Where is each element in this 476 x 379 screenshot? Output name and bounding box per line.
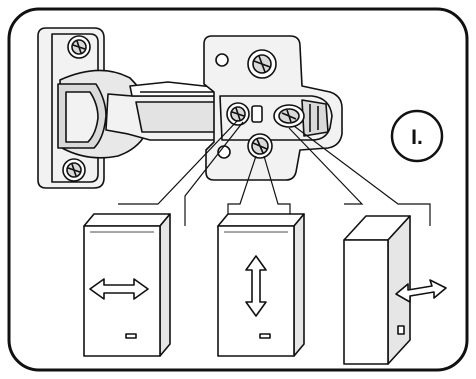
step-badge: I. bbox=[392, 111, 442, 161]
plate-screw-top-icon bbox=[248, 50, 276, 78]
step-label: I. bbox=[411, 126, 423, 149]
depth-adjustment-screw-icon bbox=[274, 105, 304, 127]
door-height-adjustment bbox=[218, 214, 304, 356]
cup-screw-top-icon bbox=[68, 36, 90, 58]
height-adjustment-screw-icon bbox=[248, 134, 272, 158]
door-handle-mark bbox=[126, 334, 136, 338]
side-adjustment-screw-icon bbox=[227, 103, 249, 125]
cup-screw-bottom-icon bbox=[63, 159, 85, 181]
arm-slot bbox=[252, 106, 262, 122]
door-handle-mark bbox=[398, 326, 404, 334]
door-side-adjustment bbox=[84, 214, 170, 356]
door-handle-mark bbox=[260, 334, 270, 338]
